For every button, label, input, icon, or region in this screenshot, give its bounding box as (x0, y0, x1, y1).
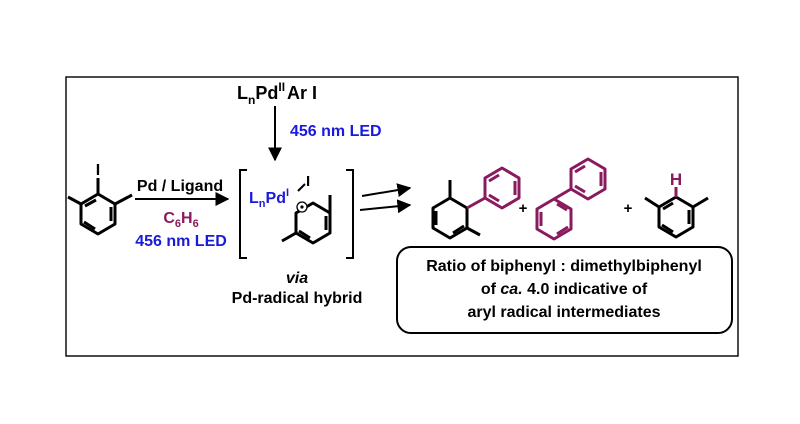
xylene-molecule (644, 187, 709, 239)
plus-sign-2: + (624, 200, 633, 217)
product-arrow-upper (361, 183, 412, 197)
catalyst-label: Pd / Ligand (137, 178, 223, 195)
pd-iodide-bond (297, 183, 306, 192)
biphenyl-molecule (535, 157, 607, 241)
solvent-label: C6H6 (163, 210, 198, 230)
reaction-light-label: 456 nm LED (135, 233, 227, 250)
plus-sign-1: + (519, 200, 528, 217)
ratio-box (396, 246, 733, 334)
pd-radical-hybrid-label: Pd-radical hybrid (232, 290, 363, 307)
hydrogen-label: H (670, 170, 682, 189)
ratio-line-1: Ratio of biphenyl : dimethylbiphenyl (426, 258, 702, 275)
intermediate-aryl-ring (281, 195, 332, 245)
outer-border (65, 76, 739, 357)
product-arrow-lower (359, 199, 412, 214)
intermediate-iodide-label: I (306, 173, 310, 190)
via-label: via (286, 270, 308, 287)
dimethylbiphenyl-molecule (431, 166, 521, 240)
top-light-label: 456 nm LED (290, 123, 382, 140)
intermediate-pd-label: LnPdI (249, 187, 289, 210)
left-bracket (239, 169, 247, 259)
right-bracket (346, 169, 354, 259)
radical-dot-icon (296, 201, 308, 213)
ratio-line-2: of ca. 4.0 indicative of (481, 281, 648, 298)
ratio-line-3: aryl radical intermediates (468, 304, 661, 321)
starting-material-iodo-label: I (96, 162, 100, 179)
starting-material-molecule (67, 178, 133, 236)
